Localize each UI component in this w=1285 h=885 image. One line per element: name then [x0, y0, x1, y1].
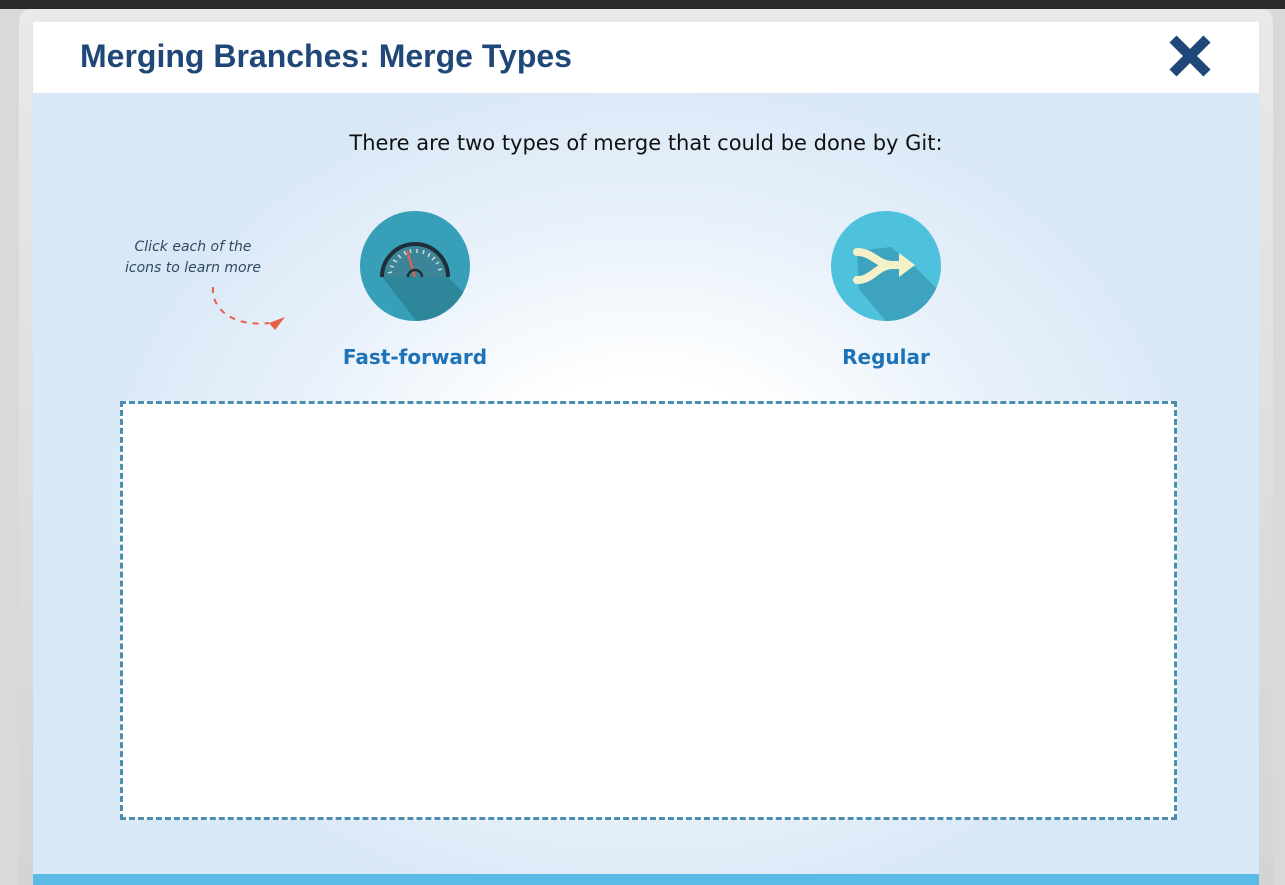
close-x-icon: [1169, 35, 1211, 77]
close-button[interactable]: [1167, 33, 1213, 79]
curved-arrow-icon: [211, 286, 285, 330]
intro-text: There are two types of merge that could …: [349, 131, 943, 155]
hint-line-1: Click each of the: [134, 239, 252, 255]
footer-bar: [33, 874, 1259, 885]
fast-forward-label: Fast-forward: [342, 345, 488, 369]
content-area: There are two types of merge that could …: [33, 93, 1259, 874]
speedometer-icon: [360, 211, 470, 321]
hint-line-2: icons to learn more: [124, 260, 261, 276]
regular-label: Regular: [842, 345, 930, 369]
merge-details-box: [120, 401, 1177, 820]
merge-arrow-icon: [831, 211, 941, 321]
fast-forward-merge-button[interactable]: Fast-forward: [325, 211, 505, 371]
page-title: Merging Branches: Merge Types: [80, 38, 572, 74]
hint-text: Click each of the icons to learn more: [113, 237, 273, 279]
browser-top-bar: [0, 0, 1285, 9]
modal-panel: Merging Branches: Merge Types There are …: [33, 22, 1259, 885]
modal-header: Merging Branches: Merge Types: [33, 22, 1259, 93]
regular-merge-button[interactable]: Regular: [796, 211, 976, 371]
